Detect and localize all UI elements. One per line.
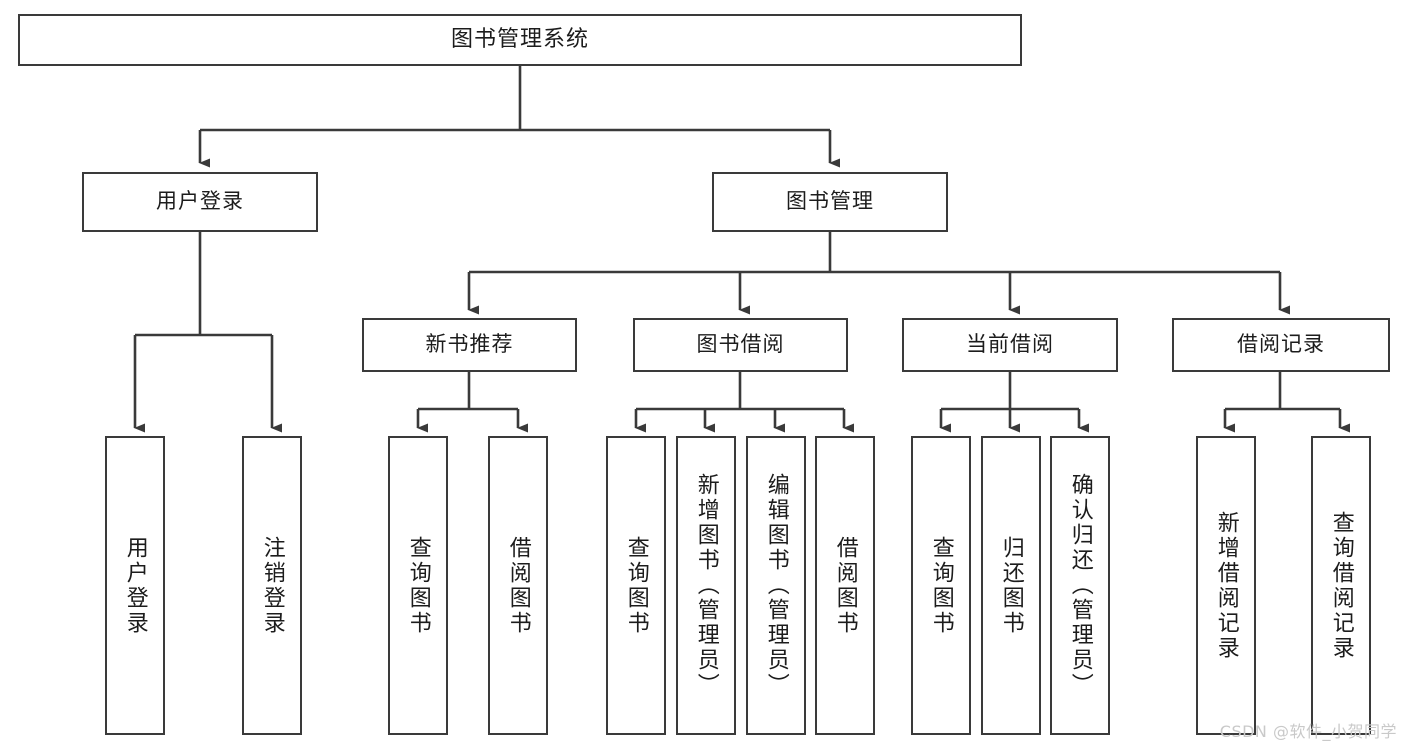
node-leaf-query-book-new-label: 查询图书 [405,535,431,636]
node-current-borrow[interactable]: 当前借阅 [902,318,1118,372]
node-book-borrow-label: 图书借阅 [696,332,785,357]
node-borrow-record[interactable]: 借阅记录 [1172,318,1390,372]
node-leaf-borrow-book-label: 借阅图书 [832,535,858,636]
node-book-borrow[interactable]: 图书借阅 [633,318,848,372]
node-leaf-add-borrow-record-label: 新增借阅记录 [1213,510,1239,661]
node-leaf-logout-label: 注销登录 [259,535,285,636]
node-book-management[interactable]: 图书管理 [712,172,948,232]
node-leaf-edit-book-admin[interactable]: 编辑图书（管理员） [746,436,806,735]
node-leaf-return-book-label: 归还图书 [998,535,1024,636]
node-leaf-query-book-borrow[interactable]: 查询图书 [606,436,666,735]
node-leaf-edit-book-admin-label: 编辑图书（管理员） [763,473,789,698]
node-new-book-recommend[interactable]: 新书推荐 [362,318,577,372]
node-leaf-query-book-new[interactable]: 查询图书 [388,436,448,735]
node-root-label: 图书管理系统 [450,26,589,52]
node-leaf-add-book-admin-label: 新增图书（管理员） [693,473,719,698]
node-leaf-query-book-current[interactable]: 查询图书 [911,436,971,735]
node-root-book-management-system[interactable]: 图书管理系统 [18,14,1022,66]
node-leaf-query-book-current-label: 查询图书 [928,535,954,636]
node-leaf-borrow-book-new[interactable]: 借阅图书 [488,436,548,735]
node-leaf-query-book-borrow-label: 查询图书 [623,535,649,636]
node-book-management-label: 图书管理 [786,189,874,214]
node-current-borrow-label: 当前借阅 [966,332,1054,357]
node-leaf-borrow-book-new-label: 借阅图书 [505,535,531,636]
node-leaf-user-login-label: 用户登录 [122,535,148,636]
node-leaf-query-borrow-record-label: 查询借阅记录 [1328,510,1354,661]
node-leaf-user-login[interactable]: 用户登录 [105,436,165,735]
node-leaf-confirm-return-admin[interactable]: 确认归还（管理员） [1050,436,1110,735]
node-user-login-label: 用户登录 [156,189,244,214]
node-leaf-query-borrow-record[interactable]: 查询借阅记录 [1311,436,1371,735]
node-leaf-logout[interactable]: 注销登录 [242,436,302,735]
node-leaf-add-borrow-record[interactable]: 新增借阅记录 [1196,436,1256,735]
node-leaf-confirm-return-admin-label: 确认归还（管理员） [1067,473,1093,698]
node-leaf-borrow-book[interactable]: 借阅图书 [815,436,875,735]
node-user-login[interactable]: 用户登录 [82,172,318,232]
node-leaf-add-book-admin[interactable]: 新增图书（管理员） [676,436,736,735]
node-new-book-recommend-label: 新书推荐 [425,332,514,357]
csdn-watermark: CSDN @软件_小贺同学 [1219,722,1397,741]
node-leaf-return-book[interactable]: 归还图书 [981,436,1041,735]
node-borrow-record-label: 借阅记录 [1237,332,1325,357]
